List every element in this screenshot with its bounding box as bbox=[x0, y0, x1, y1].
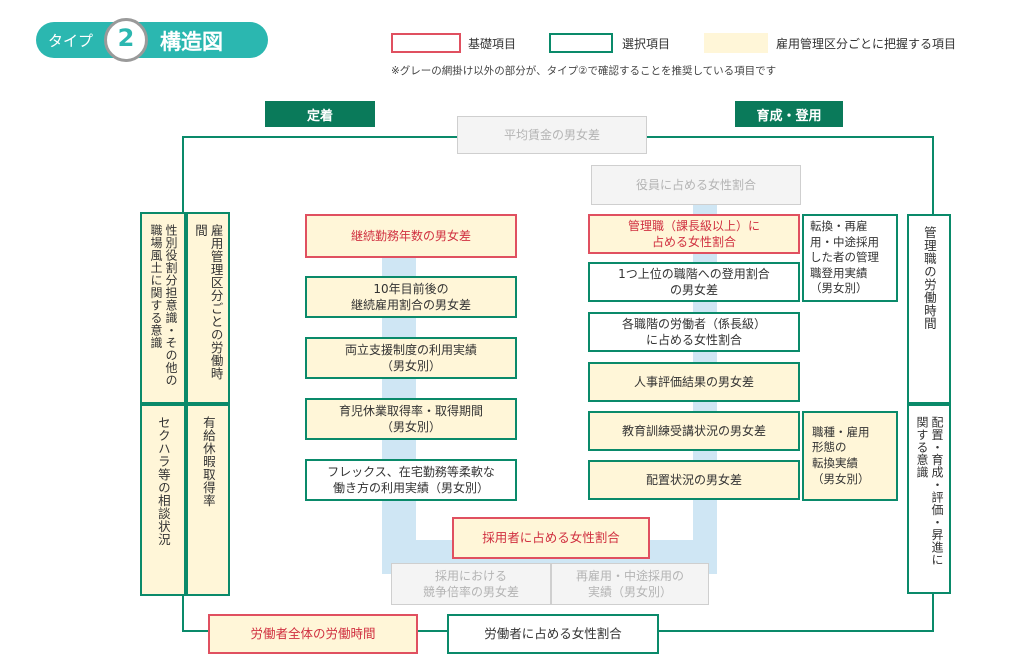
legend-employment-swatch bbox=[704, 33, 768, 53]
type-number-circle bbox=[104, 18, 148, 62]
tenth-year-retention-gap: 10年目前後の 継続雇用割合の男女差 bbox=[305, 276, 517, 318]
total-working-hours: 労働者全体の労働時間 bbox=[208, 614, 418, 654]
tenure-gap: 継続勤務年数の男女差 bbox=[305, 214, 517, 258]
female-hire-ratio: 採用者に占める女性割合 bbox=[452, 517, 650, 559]
type-number: 2 bbox=[117, 24, 135, 52]
header-retention: 定着 bbox=[265, 101, 375, 127]
job-type-conversion: 職種・雇用 形態の 転換実績 （男女別） bbox=[802, 411, 898, 501]
placement-gap: 配置状況の男女差 bbox=[588, 460, 800, 500]
rehire-manager-promotion: 転換・再雇 用・中途採用 した者の管理 職登用実績 （男女別） bbox=[802, 214, 898, 302]
evaluation-gap: 人事評価結果の男女差 bbox=[588, 362, 800, 402]
paid-leave-rate: 有給休暇取得率 bbox=[186, 404, 230, 596]
female-ratio-each-level: 各職階の労働者（係長級） に占める女性割合 bbox=[588, 312, 800, 352]
promotion-rate-gap: 1つ上位の職階への登用割合 の男女差 bbox=[588, 262, 800, 302]
workplace-awareness: 性別役割分担意識・その他の 職場風土に関する意識 bbox=[140, 212, 186, 404]
title-badge bbox=[36, 22, 268, 58]
legend-basic-label: 基礎項目 bbox=[468, 37, 517, 51]
female-worker-ratio: 労働者に占める女性割合 bbox=[447, 614, 659, 654]
legend-selected-swatch bbox=[549, 33, 613, 53]
legend-selected-label: 選択項目 bbox=[622, 37, 671, 51]
work-life-support-usage: 両立支援制度の利用実績 （男女別） bbox=[305, 337, 517, 379]
legend-note: ※グレーの網掛け以外の部分が、タイプ②で確認することを推奨している項目です bbox=[391, 65, 777, 77]
header-development: 育成・登用 bbox=[735, 101, 843, 127]
placement-awareness: 配置・育成・評価・昇進に 関する意識 bbox=[907, 404, 951, 594]
rehire-midcareer-record: 再雇用・中途採用の 実績（男女別） bbox=[551, 563, 709, 605]
training-gap: 教育訓練受講状況の男女差 bbox=[588, 411, 800, 451]
harassment-consultation: セクハラ等の相談状況 bbox=[140, 404, 186, 596]
legend-basic-swatch bbox=[391, 33, 461, 53]
flexible-work-usage: フレックス、在宅勤務等柔軟な 働き方の利用実績（男女別） bbox=[305, 459, 517, 501]
page-title: 構造図 bbox=[160, 30, 223, 54]
hiring-competition-gap: 採用における 競争倍率の男女差 bbox=[391, 563, 551, 605]
avg-wage-gap: 平均賃金の男女差 bbox=[457, 116, 647, 154]
childcare-leave-rate: 育児休業取得率・取得期間 （男女別） bbox=[305, 398, 517, 440]
manager-working-hours: 管理職の労働時間 bbox=[907, 214, 951, 404]
executive-female-ratio: 役員に占める女性割合 bbox=[591, 165, 801, 205]
type-label: タイプ bbox=[48, 32, 94, 50]
female-manager-ratio: 管理職（課長級以上）に 占める女性割合 bbox=[588, 214, 800, 254]
hours-by-employment-class: 雇用管理区分ごとの労働時間 bbox=[186, 212, 230, 404]
legend-employment-label: 雇用管理区分ごとに把握する項目 bbox=[776, 37, 957, 51]
